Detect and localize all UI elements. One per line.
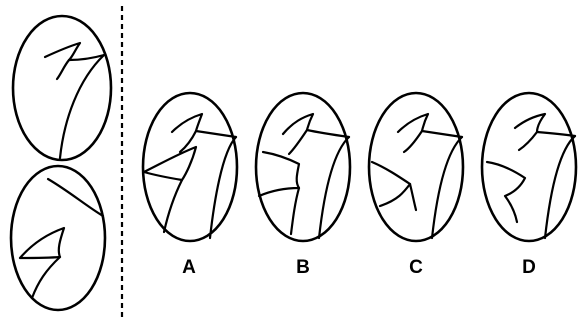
given-shape-bottom [11,166,105,310]
given-shape-top [13,16,111,160]
option-a-label: A [182,257,196,278]
option-b-label: B [296,257,310,278]
option-c-shape [369,93,463,241]
option-d-shape [482,93,576,241]
option-c-label: C [409,257,423,278]
option-b-shape [256,93,350,241]
option-d-label: D [522,257,536,278]
option-a-shape [143,93,237,241]
